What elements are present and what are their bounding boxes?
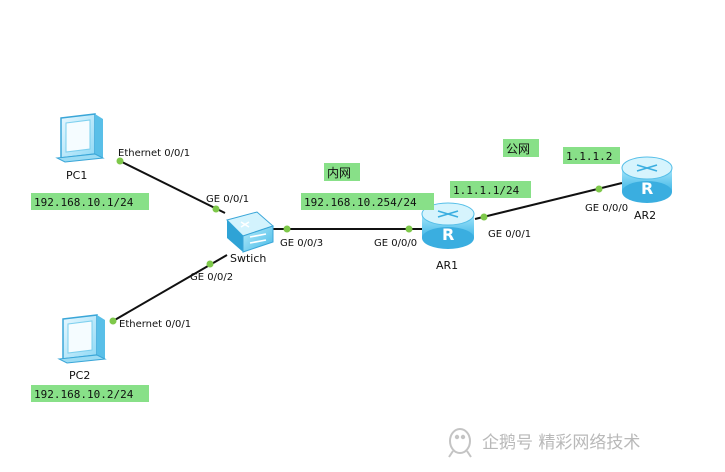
pc1-ip: 192.168.10.1/24: [34, 196, 134, 209]
ar2-label: AR2: [634, 209, 656, 222]
pc1-ip-tag: [31, 193, 149, 210]
inside-zone-label: 内网: [327, 166, 351, 180]
public-zone-label: 公网: [506, 142, 530, 156]
switch-ge1-label: GE 0/0/1: [206, 194, 249, 205]
port-dot-ar1-ge1: [480, 213, 488, 221]
ar1-public-ip-tag: [450, 181, 531, 198]
zone-notes: 内网 公网: [324, 139, 539, 181]
ar2-public-ip-tag: [563, 147, 620, 164]
gateway-ip: 192.168.10.254/24: [304, 196, 417, 209]
ar1-ge1-label: GE 0/0/1: [488, 229, 531, 240]
port-dot-pc2: [109, 317, 117, 325]
gateway-ip-tag: [301, 193, 434, 210]
ar2-router-glyph: R: [641, 179, 653, 198]
ar1-label: AR1: [436, 259, 458, 272]
ar2-router-icon[interactable]: R: [621, 156, 673, 203]
pc2-icon[interactable]: [57, 314, 107, 364]
pc1-icon[interactable]: [55, 113, 105, 163]
public-zone-tag: [503, 139, 539, 157]
ip-tags: 192.168.10.1/24 192.168.10.2/24 192.168.…: [31, 147, 620, 402]
pc2-interface-label: Ethernet 0/0/1: [119, 319, 191, 330]
ar1-public-ip: 1.1.1.1/24: [453, 184, 520, 197]
port-dot-sw-ge2: [206, 260, 214, 268]
port-dot-sw-ge3: [283, 225, 291, 233]
pc1-label: PC1: [66, 169, 87, 182]
switch-ge2-label: GE 0/0/2: [190, 272, 233, 283]
switch-icon[interactable]: [226, 211, 274, 253]
pc2-label: PC2: [69, 369, 90, 382]
pc2-ip: 192.168.10.2/24: [34, 388, 134, 401]
ar2-ge0-label: GE 0/0/0: [585, 203, 628, 214]
port-dot-ar2-ge0: [595, 185, 603, 193]
watermark: 企鹅号 精彩网络技术: [448, 428, 640, 458]
link-pc1-switch: [117, 159, 226, 214]
ar1-ge0-label: GE 0/0/0: [374, 238, 417, 249]
ar1-router-glyph: R: [442, 225, 454, 244]
port-dots: [109, 157, 603, 325]
links: [112, 159, 623, 322]
pc1-interface-label: Ethernet 0/0/1: [118, 148, 190, 159]
penguin-icon: [448, 428, 472, 458]
switch-label: Swtich: [230, 252, 266, 265]
inside-zone-tag: [324, 163, 360, 181]
interface-labels: Ethernet 0/0/1 Ethernet 0/0/1 GE 0/0/1 G…: [118, 148, 628, 330]
ar1-router-icon[interactable]: R: [421, 202, 475, 249]
port-dot-pc1: [116, 157, 124, 165]
switch-ge3-label: GE 0/0/3: [280, 238, 323, 249]
port-dot-ar1-ge0: [405, 225, 413, 233]
watermark-text: 企鹅号 精彩网络技术: [482, 433, 640, 453]
pc2-ip-tag: [31, 385, 149, 402]
port-dot-sw-ge1: [212, 205, 220, 213]
ar2-public-ip: 1.1.1.2: [566, 150, 612, 163]
